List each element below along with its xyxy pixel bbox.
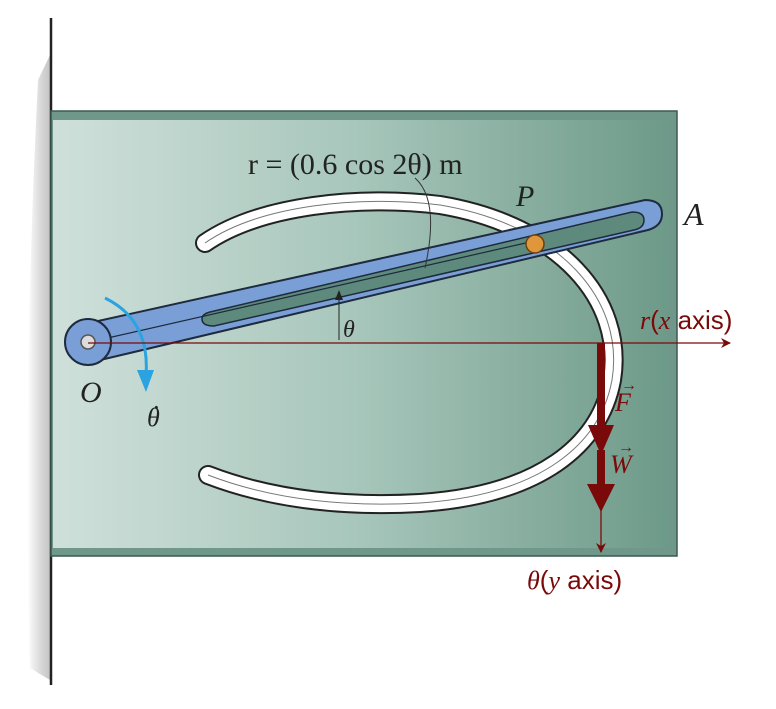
arm-end-label: A bbox=[684, 196, 704, 232]
wall bbox=[27, 18, 53, 685]
force-w-label: → W bbox=[610, 439, 634, 479]
theta-label: θ bbox=[343, 317, 355, 343]
vector-arrow-accent: → bbox=[621, 377, 637, 394]
plate bbox=[50, 110, 678, 557]
y-axis-label: θ(y axis) bbox=[527, 565, 623, 595]
force-w-arrow bbox=[587, 450, 615, 512]
dot-accent: · bbox=[152, 393, 161, 422]
theta-dot-label: · θ bbox=[147, 393, 161, 432]
force-f-label: → F bbox=[615, 377, 637, 417]
angular-velocity-arrow bbox=[104, 296, 154, 392]
force-f-arrow bbox=[588, 343, 614, 455]
x-axis-label: r(x axis) bbox=[640, 305, 733, 335]
curved-slot bbox=[195, 191, 624, 515]
equation-label: r = (0.6 cos 2θ) m bbox=[248, 148, 463, 181]
theta-angle-indicator bbox=[335, 290, 343, 340]
pin-p bbox=[525, 234, 545, 254]
vector-arrow-accent: → bbox=[618, 439, 634, 456]
equation-leader-line bbox=[414, 177, 432, 269]
pivot-label: O bbox=[80, 376, 102, 409]
pin-label: P bbox=[516, 180, 535, 213]
